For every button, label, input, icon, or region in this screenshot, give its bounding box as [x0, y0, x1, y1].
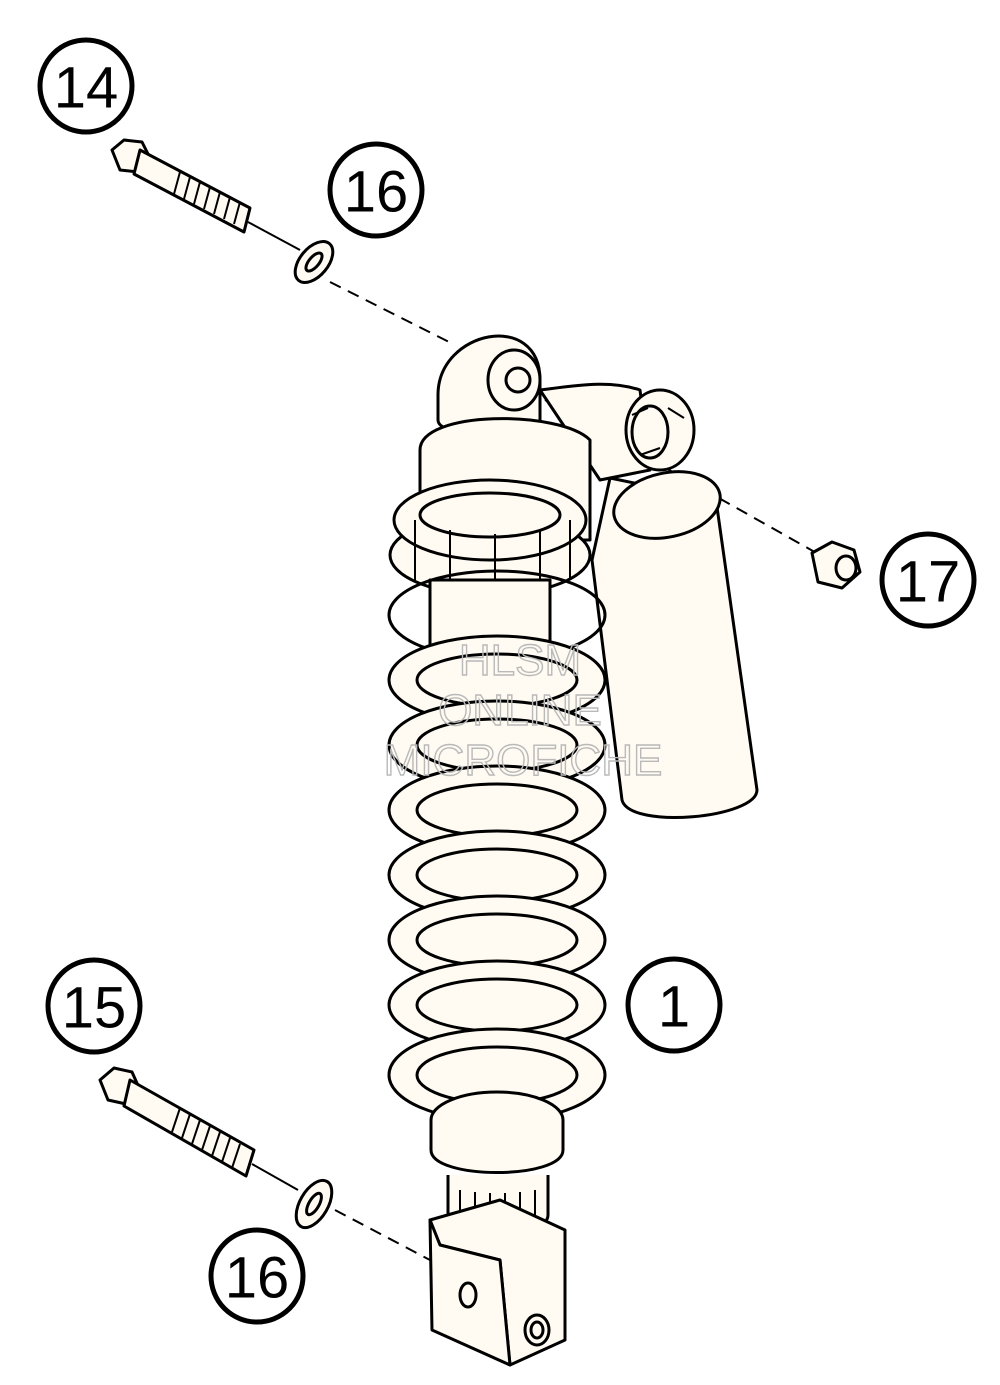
watermark-line-1: HLSM — [459, 636, 581, 685]
watermark-line-2: ONLINE — [438, 686, 602, 735]
lower-bolt — [98, 1066, 299, 1191]
callout-1: 1 — [625, 956, 723, 1054]
watermark: HLSM ONLINE MICROFICHE — [383, 635, 663, 785]
callout-16-lower: 16 — [208, 1227, 306, 1325]
lower-washer — [294, 1178, 334, 1230]
leader-lower-bolt — [334, 1209, 431, 1261]
callout-17-label: 17 — [896, 550, 961, 615]
callout-14-label: 14 — [54, 56, 119, 121]
callout-17: 17 — [879, 531, 977, 629]
lower-clevis — [428, 1198, 567, 1367]
gas-reservoir — [538, 382, 759, 819]
leader-lines — [329, 281, 821, 1261]
callout-15-label: 15 — [62, 976, 127, 1041]
upper-washer — [293, 240, 335, 284]
coil-spring — [387, 569, 607, 1123]
callout-15: 15 — [45, 957, 143, 1055]
callout-1-label: 1 — [658, 975, 690, 1040]
callout-16-upper-label: 16 — [344, 160, 409, 225]
callout-16-lower-label: 16 — [225, 1246, 290, 1311]
upper-bolt — [110, 138, 301, 251]
callout-16-upper: 16 — [327, 141, 425, 239]
upper-nut — [810, 540, 862, 590]
leader-upper-nut — [544, 399, 821, 556]
callout-14: 14 — [37, 37, 135, 135]
watermark-line-3: MICROFICHE — [384, 736, 663, 785]
leader-upper-bolt — [329, 281, 456, 346]
adjuster-knob — [624, 388, 696, 472]
